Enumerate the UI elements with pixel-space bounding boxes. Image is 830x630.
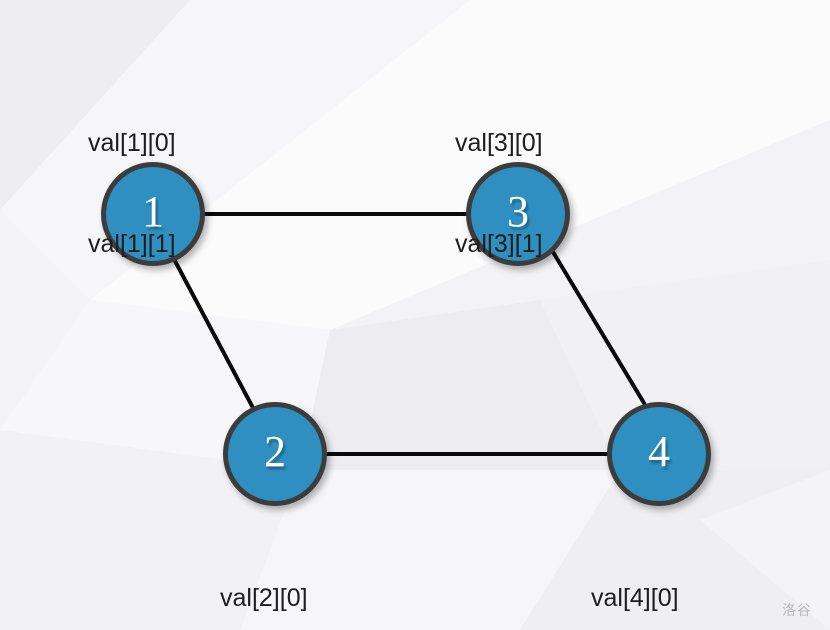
annotation-node-1-line-1: val[1][1] (88, 229, 176, 258)
edge-3-4 (551, 250, 646, 405)
graph-node-2-label: 2 (264, 427, 286, 476)
annotation-node-3: val[3][0] val[3][1] (455, 60, 543, 328)
annotation-node-1-line-0: val[1][0] (88, 129, 176, 157)
annotation-node-4-line-0: val[4][0] (591, 584, 679, 612)
graph-node-3[interactable]: 3 (466, 162, 570, 266)
graph-node-2[interactable]: 2 (223, 402, 327, 506)
graph-node-3-label: 3 (507, 187, 529, 236)
annotation-node-1: val[1][0] val[1][1] (88, 60, 176, 328)
annotation-node-3-line-0: val[3][0] (455, 129, 543, 157)
annotation-node-2-line-0: val[2][0] (220, 584, 308, 612)
graph-node-4[interactable]: 4 (607, 402, 711, 506)
edge-1-2 (173, 259, 254, 408)
graph-node-4-label: 4 (648, 427, 670, 476)
graph-node-1[interactable]: 1 (101, 162, 205, 266)
watermark: 洛谷 (782, 603, 812, 619)
annotation-node-4: val[4][0] val[4][1] (591, 515, 679, 630)
graph-node-1-label: 1 (142, 187, 164, 236)
annotation-node-2: val[2][0] val[2][1] (220, 515, 308, 630)
annotation-node-3-line-1: val[3][1] (455, 229, 543, 258)
